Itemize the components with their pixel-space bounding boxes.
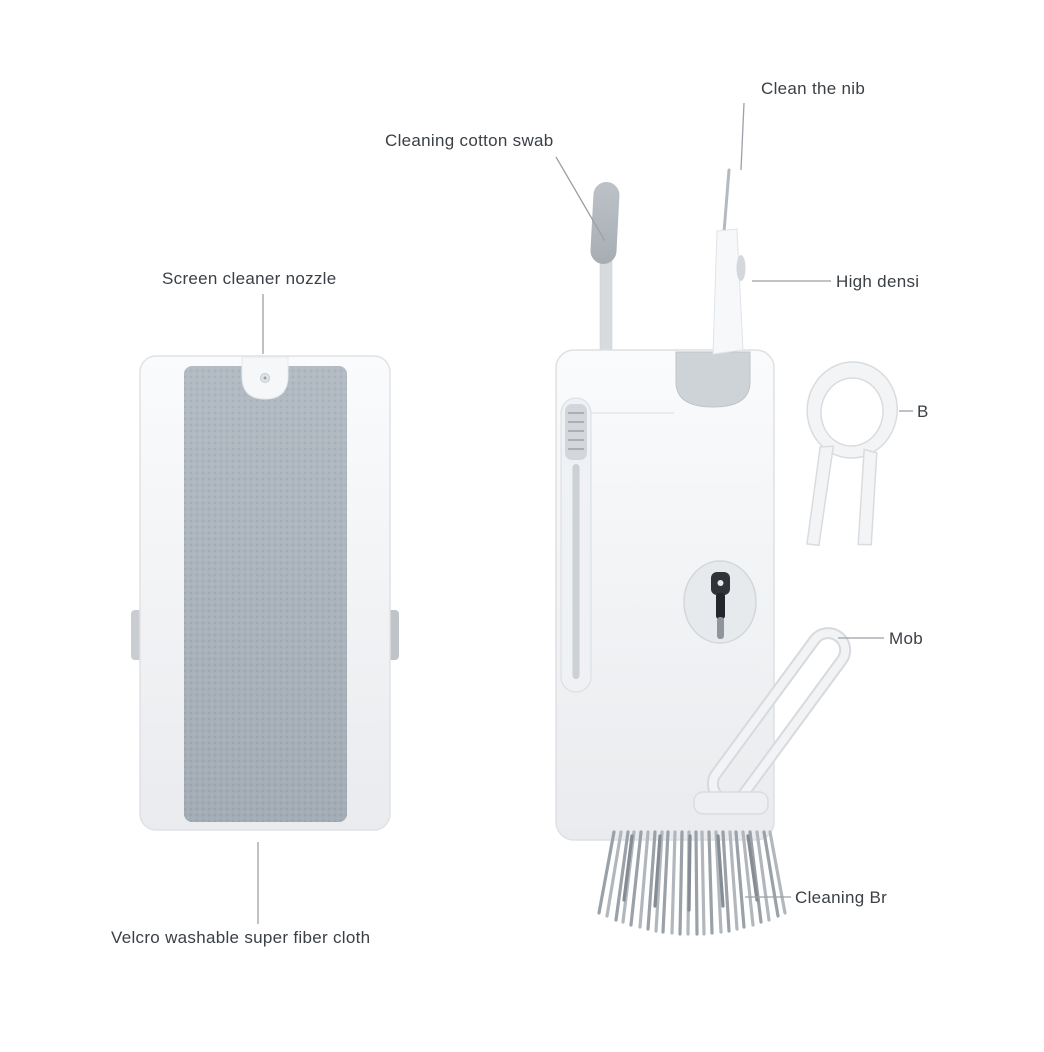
- nib-needle: [722, 168, 731, 234]
- swab-stem: [599, 255, 613, 361]
- label-cleaning-cotton-swab: Cleaning cotton swab: [385, 131, 554, 150]
- stand-hinge: [693, 791, 769, 815]
- screen-cleaner-device: [131, 355, 399, 831]
- center-recess: [683, 560, 757, 644]
- cleaning-kit-device: [555, 168, 852, 936]
- keycap-puller-tool: [806, 361, 898, 547]
- puller-stem: [717, 617, 724, 639]
- cleaning-brush-bristles: [597, 830, 787, 936]
- spray-nozzle-hole: [263, 376, 267, 380]
- nib-pen-tool: [712, 168, 746, 355]
- leader-lines: [257, 102, 913, 924]
- label-keycap-puller-cut: B: [917, 402, 929, 421]
- phone-stand-loop: [693, 627, 852, 815]
- label-velcro-cloth: Velcro washable super fiber cloth: [111, 928, 371, 947]
- microfiber-texture: [184, 366, 347, 822]
- swab-tip: [590, 182, 620, 264]
- slider-rod: [572, 464, 580, 679]
- cotton-swab-tool: [590, 182, 620, 361]
- puller-head-hole: [717, 580, 724, 586]
- puller-neck: [716, 593, 725, 619]
- slider-ridges: [568, 412, 584, 450]
- label-high-density: High densi: [836, 272, 920, 291]
- puller-prong-right: [857, 448, 878, 546]
- label-clean-the-nib: Clean the nib: [761, 79, 866, 98]
- label-mobile-cut: Mob: [889, 629, 923, 648]
- nib-pen-clip: [736, 255, 746, 281]
- leader-clean-the-nib: [740, 102, 745, 171]
- label-cleaning-brush-cut: Cleaning Br: [795, 888, 888, 907]
- top-compartment-recess: [675, 351, 751, 408]
- leader-cotton-swab: [555, 156, 606, 242]
- side-slider: [560, 397, 592, 693]
- kit-body: [555, 349, 775, 841]
- puller-prong-left: [806, 445, 835, 547]
- nib-pen-body: [712, 228, 744, 355]
- label-screen-cleaner-nozzle: Screen cleaner nozzle: [162, 269, 337, 288]
- puller-ring: [806, 361, 898, 459]
